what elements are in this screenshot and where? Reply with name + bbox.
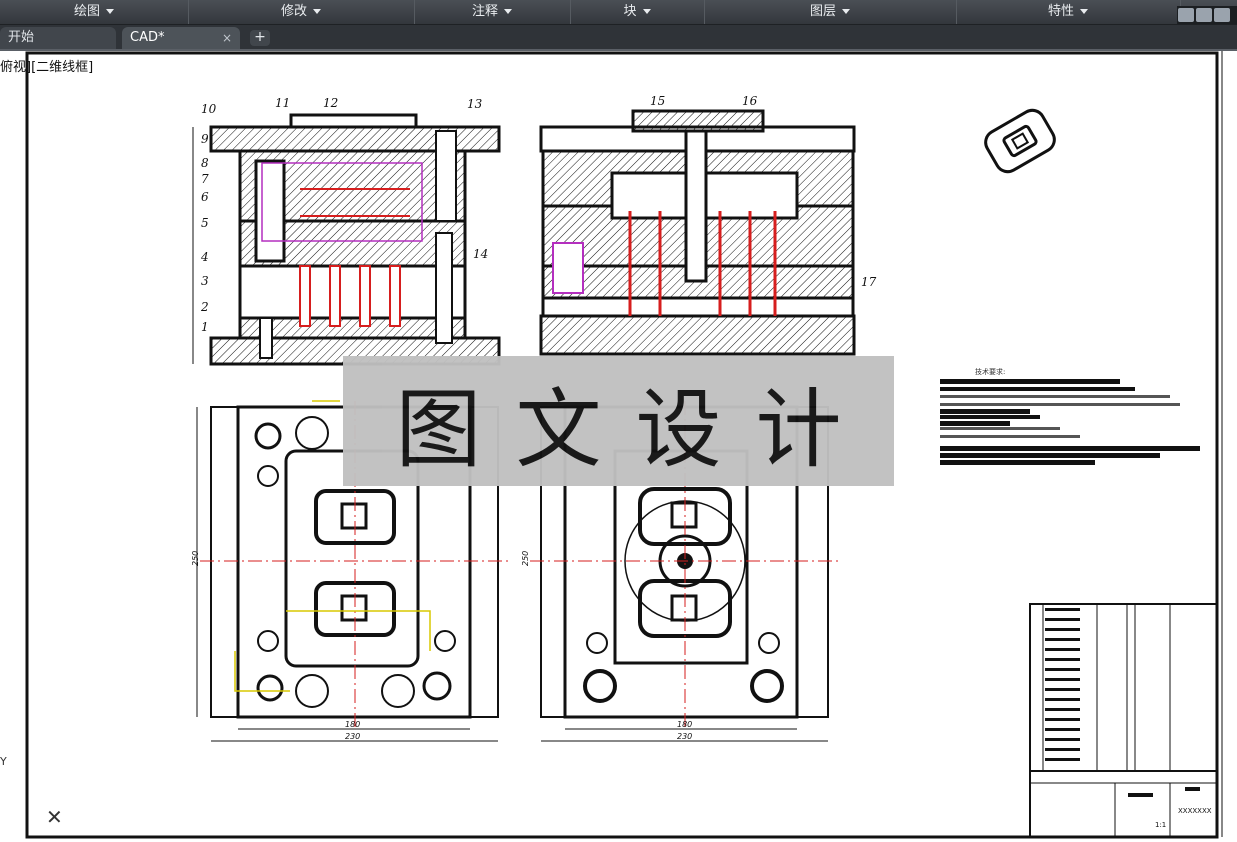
ribbon-group-block[interactable]: 块 [570, 0, 705, 24]
callout-1: 1 [201, 320, 209, 334]
tab-cad[interactable]: CAD*× [122, 27, 240, 49]
ribbon-group-annotate[interactable]: 注释 [414, 0, 571, 24]
watermark-overlay: 图文设计 [343, 356, 894, 486]
dim-250-left: 250 [191, 551, 200, 566]
callout-13: 13 [467, 97, 483, 111]
bom-rows [1045, 608, 1200, 797]
dim-250-right: 250 [521, 551, 530, 566]
callout-3: 3 [201, 274, 209, 288]
viewport-tools [1177, 6, 1237, 24]
document-tabs: 开始 CAD*× + [0, 25, 1237, 51]
tech-requirements: 技术要求: [940, 367, 1200, 465]
ribbon-group-layers[interactable]: 图层 [704, 0, 957, 24]
pan-icon[interactable] [1214, 8, 1230, 22]
chevron-down-icon [106, 9, 114, 14]
callout-10: 10 [201, 102, 217, 116]
chevron-down-icon [504, 9, 512, 14]
ribbon-group-draw[interactable]: 绘图 [0, 0, 189, 24]
notes-title: 技术要求: [975, 367, 1005, 376]
tab-start[interactable]: 开始 [0, 27, 116, 49]
orbit-icon[interactable] [1178, 8, 1194, 22]
view-cube-icon[interactable] [1196, 8, 1212, 22]
drawing-canvas[interactable]: 俯视][二维线框] Y ✕ [0, 51, 1237, 842]
add-tab-button[interactable]: + [250, 30, 270, 46]
dim-180-right: 180 [677, 720, 692, 729]
section-view-right [539, 109, 856, 356]
ribbon-group-modify[interactable]: 修改 [188, 0, 415, 24]
callout-5: 5 [201, 216, 209, 230]
chevron-down-icon [1080, 9, 1088, 14]
callout-11: 11 [275, 96, 290, 110]
bom-table [1029, 603, 1218, 838]
callout-8: 8 [201, 156, 209, 170]
ucs-icon: ✕ [46, 805, 63, 829]
callout-7: 7 [201, 172, 209, 186]
dim-230-left: 230 [345, 732, 360, 741]
callout-14: 14 [473, 247, 488, 261]
callout-6: 6 [201, 190, 209, 204]
drawing-scale: 1:1 [1155, 821, 1166, 829]
watermark-text: 图文设计 [395, 379, 876, 480]
chevron-down-icon [842, 9, 850, 14]
dim-180-left: 180 [345, 720, 360, 729]
ucs-y-label: Y [0, 755, 7, 768]
viewport-label[interactable]: 俯视][二维线框] [0, 60, 94, 75]
callout-9: 9 [201, 132, 209, 146]
ribbon-bar: 绘图 修改 注释 块 图层 特性 [0, 0, 1237, 25]
chevron-down-icon [313, 9, 321, 14]
part-isometric [984, 108, 1056, 174]
callout-12: 12 [323, 96, 338, 110]
drawing-number: XXXXXXX [1178, 807, 1212, 815]
callout-2: 2 [200, 300, 209, 314]
chevron-down-icon [642, 9, 651, 14]
ribbon-group-properties[interactable]: 特性 [956, 0, 1181, 24]
cad-drawing: 10 11 12 13 9 8 7 6 5 4 3 2 1 14 15 16 1… [25, 51, 1223, 839]
callout-16: 16 [742, 94, 758, 108]
callout-4: 4 [200, 250, 209, 264]
callout-17: 17 [861, 275, 877, 289]
callout-15: 15 [650, 94, 665, 108]
dim-230-right: 230 [677, 732, 692, 741]
close-icon[interactable]: × [221, 31, 232, 45]
section-view-left [192, 113, 501, 366]
